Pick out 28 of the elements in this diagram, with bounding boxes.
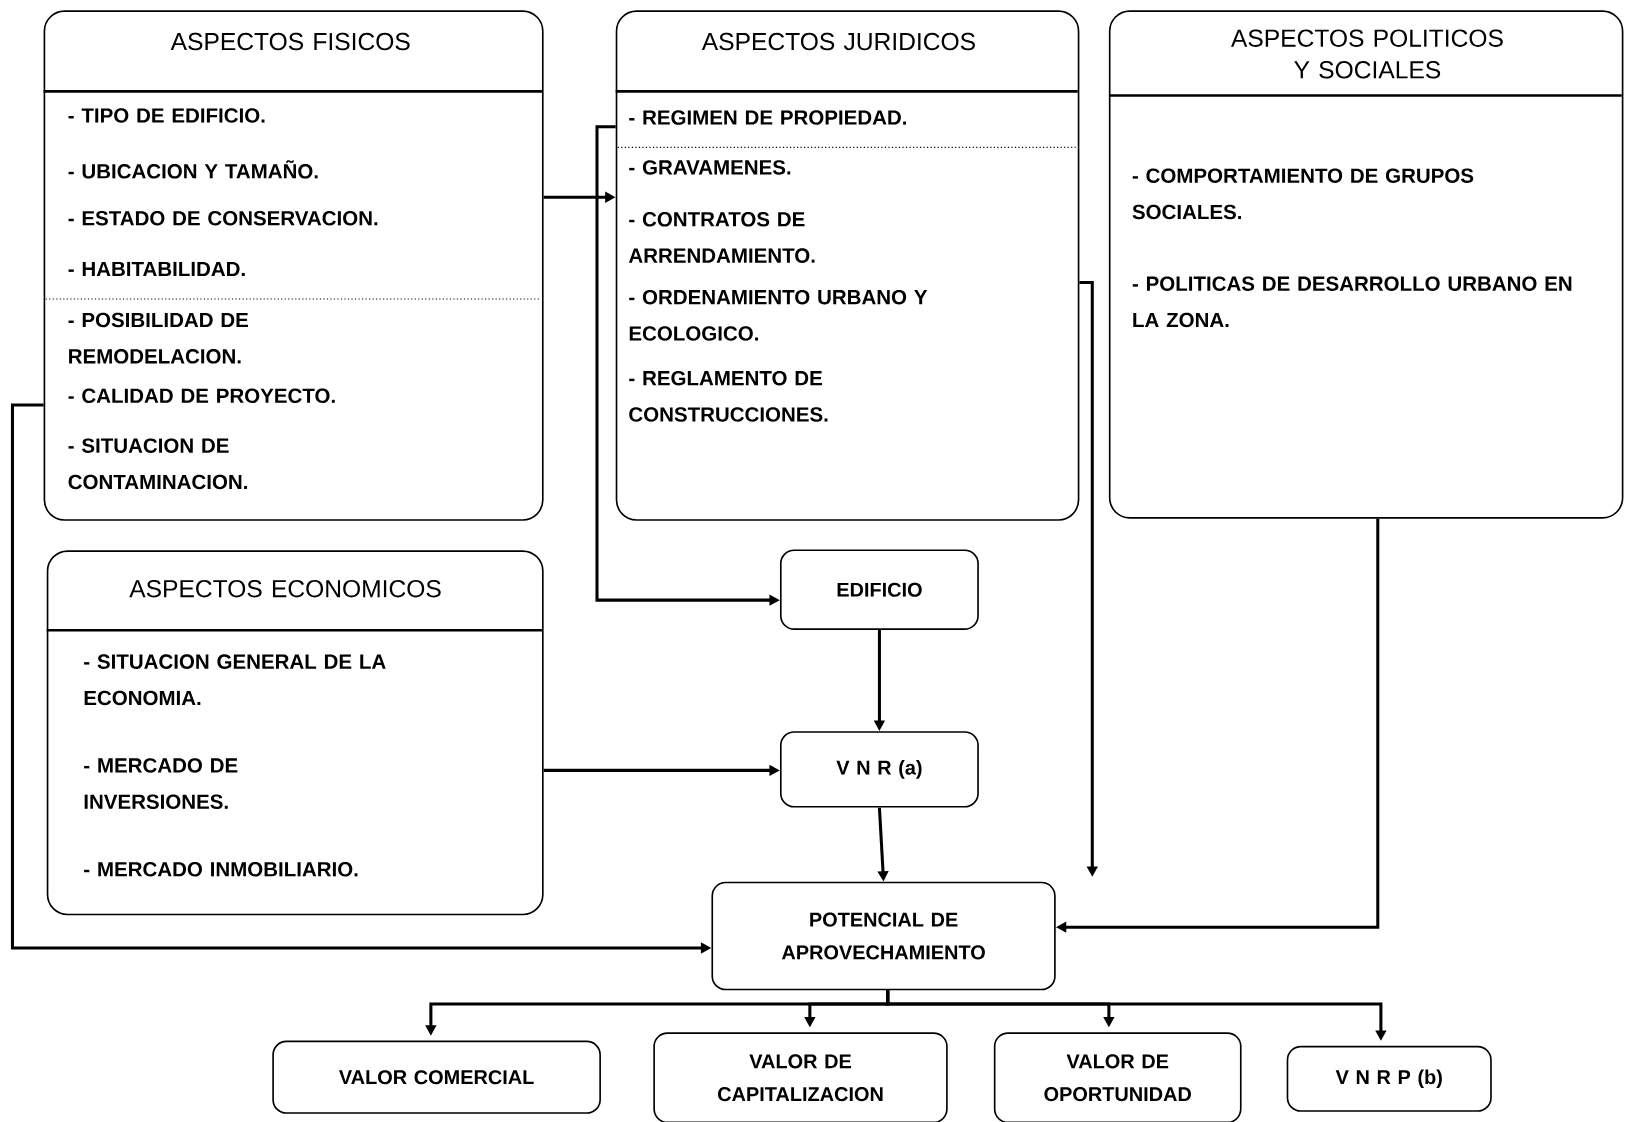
list-item: - MERCADO INMOBILIARIO. [84,861,358,877]
list-item: - TIPO DE EDIFICIO. [68,108,265,123]
list-item: - HABITABILIDAD. [68,261,245,276]
result-box: VALOR COMERCIAL [272,1040,601,1114]
result-box: POTENCIAL DE APROVECHAMIENTO [711,881,1056,991]
panel-heading: ASPECTOS POLITICOS Y SOCIALES [1231,29,1503,79]
list-item: - ESTADO DE CONSERVACION. [68,210,378,226]
list-item: - GRAVAMENES. [629,159,791,175]
list-item: - CALIDAD DE PROYECTO. [68,388,335,403]
panel-heading: ASPECTOS JURIDICOS [701,32,975,51]
list-item: - MERCADO DE INVERSIONES. [84,758,238,809]
list-item: - POLITICAS DE DESARROLLO URBANO EN LA ZONA. [1132,276,1572,328]
list-item: - UBICACION Y TAMAÑO. [68,159,318,179]
panel-heading: ASPECTOS FISICOS [170,32,410,51]
list-item: - COMPORTAMIENTO DE GRUPOS SOCIALES. [1132,168,1474,220]
list-item: - CONTRATOS DE ARRENDAMIENTO. [628,211,815,263]
panel-heading: ASPECTOS ECONOMICOS [129,579,441,598]
result-box: EDIFICIO [779,549,979,630]
result-box: V N R (a) [779,731,979,808]
list-item: - SITUACION GENERAL DE LA ECONOMIA. [84,654,386,706]
result-box: VALOR DE CAPITALIZACION [653,1032,948,1122]
result-box: V N R P (b) [1286,1045,1492,1112]
list-item: - SITUACION DE CONTAMINACION. [68,438,247,490]
list-item: - REGIMEN DE PROPIEDAD. [629,110,906,125]
list-item: - ORDENAMIENTO URBANO Y ECOLOGICO. [629,289,928,341]
result-box: VALOR DE OPORTUNIDAD [993,1032,1242,1122]
list-item: - POSIBILIDAD DE REMODELACION. [68,312,248,364]
list-item: - REGLAMENTO DE CONSTRUCCIONES. [629,370,828,422]
